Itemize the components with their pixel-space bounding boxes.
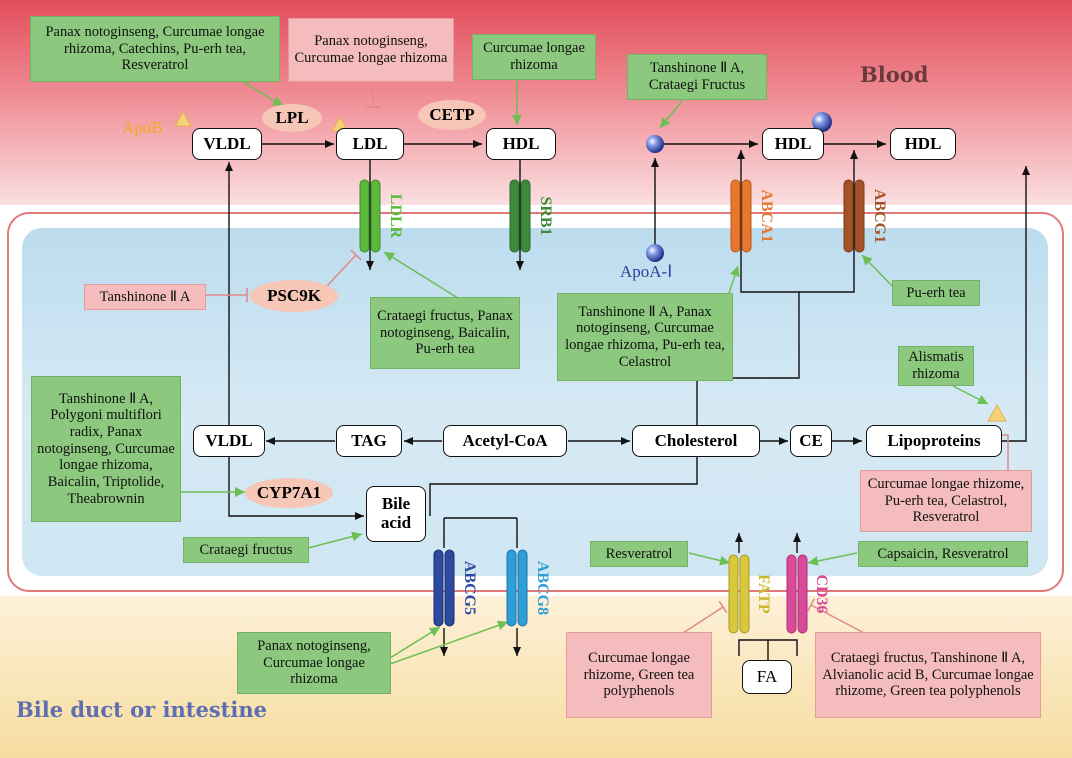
ldl-inhibitor-box: Panax notoginseng, Curcumae longae rhizo… xyxy=(288,18,454,82)
green-promoter-arrows xyxy=(180,79,989,665)
cd36-label: CD36 xyxy=(813,574,830,613)
vldl-cell-node: VLDL xyxy=(193,425,265,457)
abcg8-label: ABCG8 xyxy=(534,561,551,615)
abca1-label: ABCA1 xyxy=(758,189,775,242)
abcg5-label: ABCG5 xyxy=(461,561,478,615)
psc9k-inhibitor-box: Tanshinone Ⅱ A xyxy=(84,284,206,310)
apob-label: ApoB xyxy=(122,118,163,137)
blood-title: Blood xyxy=(860,62,929,87)
fatp-label: FATP xyxy=(755,574,772,614)
srb1-label: SRB1 xyxy=(537,196,554,235)
abca1-transporter: ABCA1 xyxy=(730,179,775,253)
apoa1-promoter-box: Tanshinone Ⅱ A, Crataegi Fructus xyxy=(627,54,767,100)
hdl-node-2: HDL xyxy=(762,128,824,160)
ldlr-label: LDLR xyxy=(387,194,404,239)
bile-acid-promoter-box: Crataegi fructus xyxy=(183,537,309,563)
abcg5-transporter: ABCG5 xyxy=(433,549,478,627)
tag-node: TAG xyxy=(336,425,402,457)
bile-acid-node: Bile acid xyxy=(366,486,426,542)
cyp7a1-promoter-box: Tanshinone Ⅱ A, Polygoni multiflori radi… xyxy=(31,376,181,522)
apolipoprotein-sphere-icon xyxy=(646,112,832,262)
ldl-node: LDL xyxy=(336,128,404,160)
black-arrows xyxy=(225,140,1030,660)
acetyl-coa-node: Acetyl-CoA xyxy=(443,425,567,457)
fatp-transporter: FATP xyxy=(728,554,772,634)
lipoprotein-inhibitor-box: Curcumae longae rhizome, Pu-erh tea, Cel… xyxy=(860,470,1032,532)
alismatis-promoter-box: Alismatis rhizoma xyxy=(898,346,974,386)
abcg1-transporter: ABCG1 xyxy=(843,179,888,253)
vldl-blood-node: VLDL xyxy=(192,128,262,160)
inhibition-lines xyxy=(206,81,1009,636)
fatp-inhibitor-box: Curcumae longae rhizome, Green tea polyp… xyxy=(566,632,712,718)
hdl-node-1: HDL xyxy=(486,128,556,160)
abcg-promoter-box: Panax notoginseng, Curcumae longae rhizo… xyxy=(237,632,391,694)
cholesterol-node: Cholesterol xyxy=(632,425,760,457)
lpl-enzyme: LPL xyxy=(262,104,322,132)
cd36-promoter-box: Capsaicin, Resveratrol xyxy=(858,541,1028,567)
fa-node: FA xyxy=(742,660,792,694)
psc9k-enzyme: PSC9K xyxy=(250,280,338,312)
fatp-promoter-box: Resveratrol xyxy=(590,541,688,567)
abca1-promoter-box: Tanshinone Ⅱ A, Panax notoginseng, Curcu… xyxy=(557,293,733,381)
ldlr-promoter-box: Crataegi fructus, Panax notoginseng, Bai… xyxy=(370,297,520,369)
cd36-transporter: CD36 xyxy=(786,554,830,634)
hdl-promoter-box: Curcumae longae rhizoma xyxy=(472,34,596,80)
abcg1-promoter-box: Pu-erh tea xyxy=(892,280,980,306)
ldlr-transporter: LDLR xyxy=(359,179,404,253)
cd36-inhibitor-box: Crataegi fructus, Tanshinone Ⅱ A, Alvian… xyxy=(815,632,1041,718)
srb1-transporter: SRB1 xyxy=(509,179,554,253)
abcg1-label: ABCG1 xyxy=(871,189,888,243)
cyp7a1-enzyme: CYP7A1 xyxy=(245,478,333,508)
intestine-title: Bile duct or intestine xyxy=(16,697,267,722)
apoa1-label: ApoA-Ⅰ xyxy=(620,262,673,281)
lipoproteins-node: Lipoproteins xyxy=(866,425,1002,457)
hdl-node-3: HDL xyxy=(890,128,956,160)
lpl-promoter-box: Panax notoginseng, Curcumae longae rhizo… xyxy=(30,16,280,82)
cetp-enzyme: CETP xyxy=(418,100,486,130)
ce-node: CE xyxy=(790,425,832,457)
abcg8-transporter: ABCG8 xyxy=(506,549,551,627)
